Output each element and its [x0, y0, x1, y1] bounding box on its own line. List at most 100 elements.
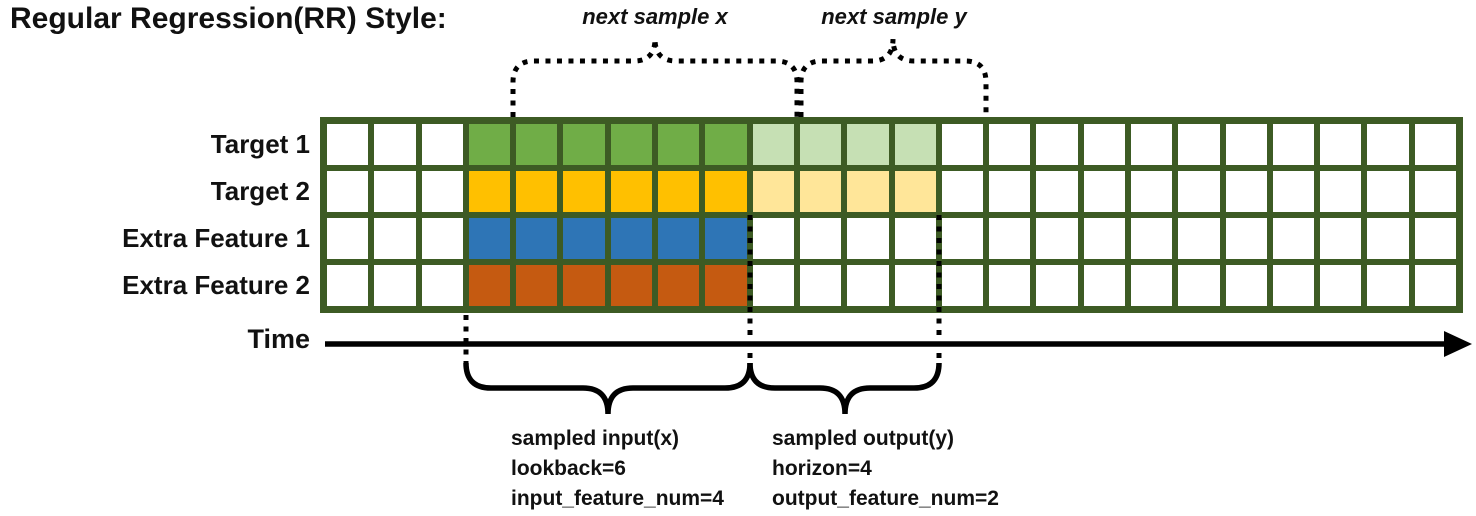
row-label-target-1: Target 1 [210, 129, 310, 159]
grid-cell [1083, 124, 1125, 165]
grid-cell [421, 171, 463, 212]
time-arrow-head-icon [1444, 331, 1472, 357]
grid-cell [1083, 218, 1125, 259]
grid-cell [1178, 218, 1220, 259]
grid-cell [468, 124, 511, 165]
grid-cell [563, 124, 605, 165]
grid-cell [1036, 124, 1078, 165]
grid-cell [989, 124, 1031, 165]
grid-cell [563, 265, 605, 306]
grid-cell [658, 171, 700, 212]
grid-cell [1272, 265, 1315, 306]
grid-cell [563, 171, 605, 212]
row-label-extra-feature-2: Extra Feature 2 [122, 270, 310, 300]
output-feature-num-value: output_feature_num=2 [772, 487, 999, 510]
grid-cell [374, 265, 416, 306]
grid-cell [894, 218, 936, 259]
grid-cell [752, 265, 794, 306]
grid-cell [799, 265, 842, 306]
grid-cell [563, 218, 605, 259]
grid-cell [1225, 124, 1267, 165]
page-title: Regular Regression(RR) Style: [10, 2, 447, 35]
grid-cell [941, 218, 984, 259]
grid-cell [752, 218, 794, 259]
grid-cell [989, 265, 1031, 306]
grid-cell [1178, 265, 1220, 306]
grid-cell [610, 171, 653, 212]
grid-cell [705, 171, 747, 212]
sampled-input-title: sampled input(x) [511, 427, 680, 450]
grid-cell [610, 124, 653, 165]
grid-cell [1320, 218, 1362, 259]
next-sample-y-label: next sample y [821, 4, 967, 29]
grid-cell [658, 265, 700, 306]
sampled-output-brace [747, 362, 942, 415]
grid-cell [1367, 124, 1409, 165]
row-label-extra-feature-1: Extra Feature 1 [122, 223, 310, 253]
grid-cell [1036, 218, 1078, 259]
grid-cell [799, 124, 842, 165]
row-label-target-2: Target 2 [210, 176, 310, 206]
horizon-value: horizon=4 [772, 457, 872, 480]
grid-cell [1178, 171, 1220, 212]
grid-cell [1225, 265, 1267, 306]
grid-cell [1414, 171, 1456, 212]
next-sample-x-brace [510, 38, 800, 117]
next-sample-x-label: next sample x [582, 4, 728, 29]
grid-cell [1225, 171, 1267, 212]
grid-cell [894, 171, 936, 212]
grid-cell [1130, 218, 1173, 259]
grid-cell [1414, 218, 1456, 259]
grid-cell [421, 124, 463, 165]
grid-cell [989, 171, 1031, 212]
grid-cell [1083, 265, 1125, 306]
input-feature-num-value: input_feature_num=4 [511, 487, 724, 510]
grid-cell [468, 218, 511, 259]
grid-cell [1320, 124, 1362, 165]
grid-cell [1130, 265, 1173, 306]
grid-cell [1178, 124, 1220, 165]
grid-cell [1367, 265, 1409, 306]
grid-cell [658, 218, 700, 259]
sampled-output-title: sampled output(y) [772, 427, 954, 450]
grid-cell [941, 265, 984, 306]
lookback-value: lookback=6 [511, 457, 626, 480]
grid-cell [705, 265, 747, 306]
grid-cell [941, 124, 984, 165]
grid-cell [752, 171, 794, 212]
grid-cell [421, 265, 463, 306]
grid-cell [1036, 171, 1078, 212]
grid-cell [327, 171, 369, 212]
grid-cell [658, 124, 700, 165]
grid-cell [1083, 171, 1125, 212]
grid-cell [1320, 171, 1362, 212]
grid-cell [894, 124, 936, 165]
grid-cell [1414, 124, 1456, 165]
grid-cell [847, 265, 889, 306]
sampled-input-brace [463, 362, 753, 415]
grid-cell [468, 265, 511, 306]
grid-cell [1130, 124, 1173, 165]
grid-cell [941, 171, 984, 212]
grid-cell [799, 218, 842, 259]
grid-cell [374, 171, 416, 212]
sampled-output-annotation: sampled output(y) horizon=4 output_featu… [772, 424, 999, 514]
sampled-input-annotation: sampled input(x) lookback=6 input_featur… [511, 424, 724, 514]
grid-cell [705, 218, 747, 259]
grid-cell [894, 265, 936, 306]
grid-cell [516, 218, 558, 259]
grid-cell [1320, 265, 1362, 306]
grid-cell [989, 218, 1031, 259]
grid-cell [421, 218, 463, 259]
grid-cell [327, 265, 369, 306]
grid-cell [752, 124, 794, 165]
grid-cell [1036, 265, 1078, 306]
grid-cell [1225, 218, 1267, 259]
grid-cell [1272, 124, 1315, 165]
grid-cell [847, 218, 889, 259]
next-sample-y-brace [798, 38, 989, 117]
grid-cell [374, 218, 416, 259]
grid-cell [610, 218, 653, 259]
grid-cell [847, 171, 889, 212]
